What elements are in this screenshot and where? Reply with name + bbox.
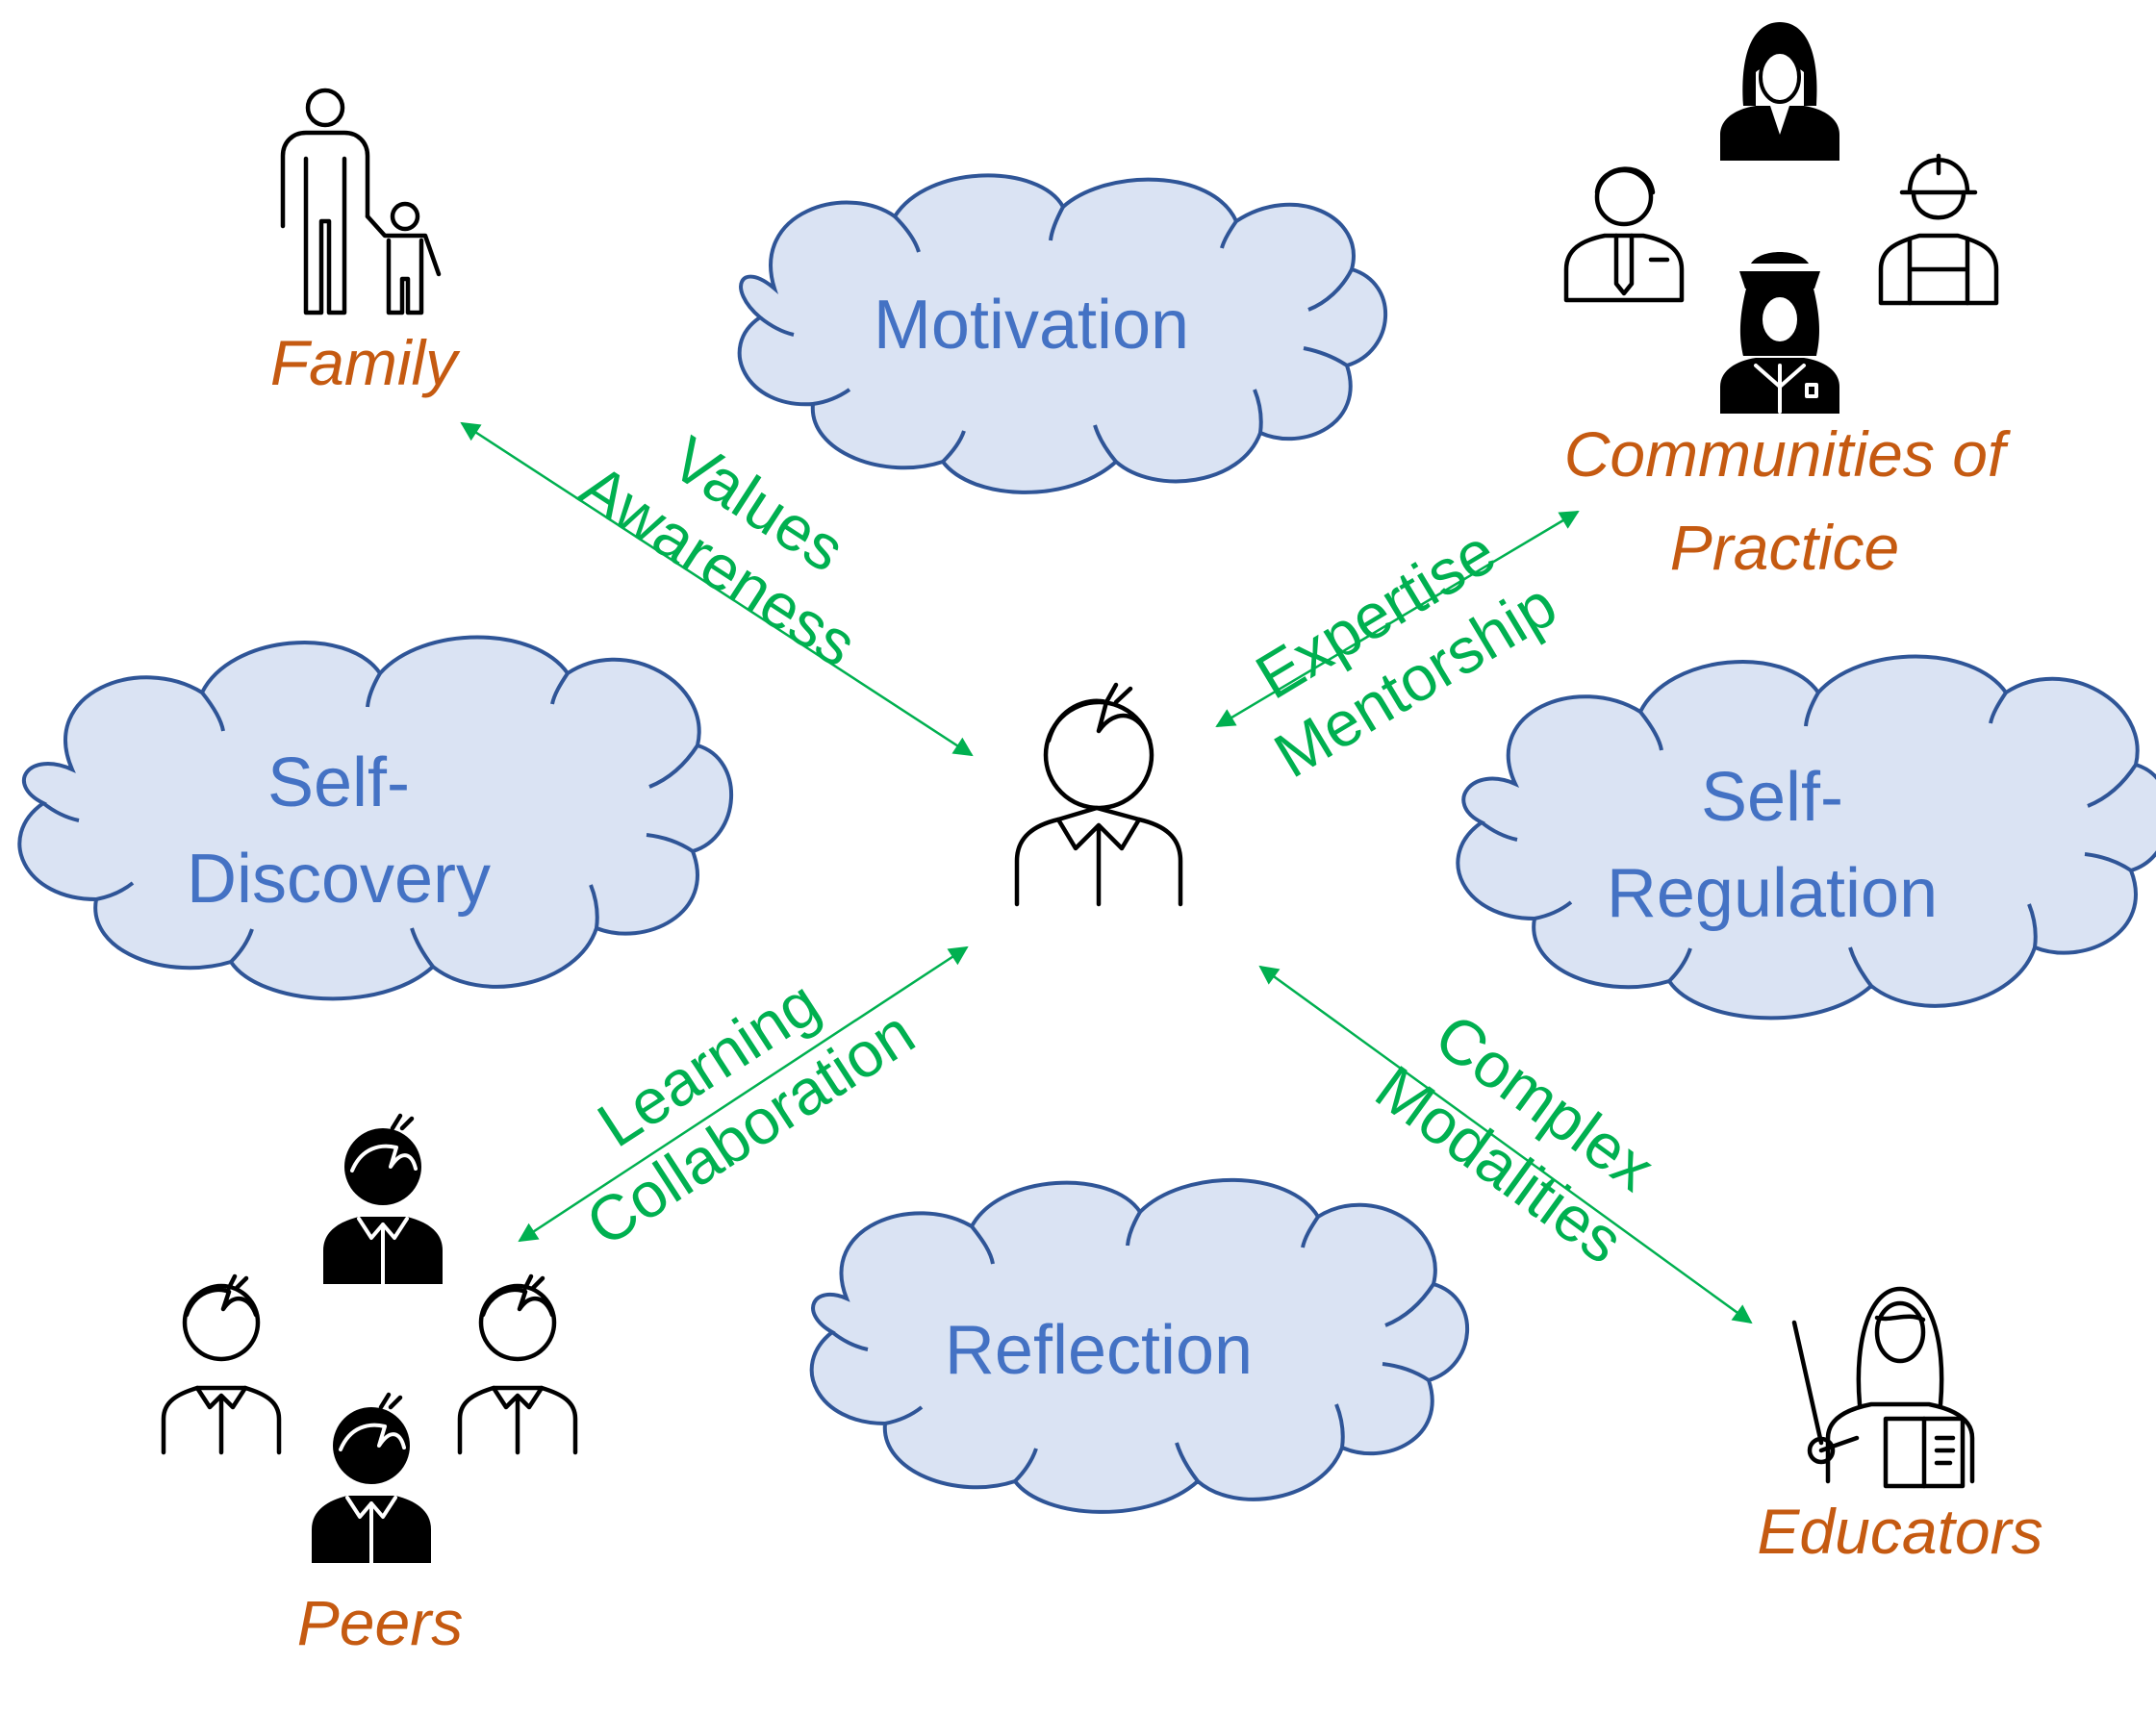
actor-peers: Peers (297, 1587, 463, 1658)
actor-educators: Educators (1757, 1496, 2042, 1567)
cloud-motivation: Motivation (737, 173, 1387, 494)
peer-icon-bottom (312, 1392, 431, 1565)
peer-icon-right (457, 1273, 578, 1455)
concept-motivation: Motivation (874, 287, 1189, 364)
police-officer-icon (1720, 252, 1839, 414)
actor-communities-line1: Communities of (1564, 418, 2012, 490)
relation-peers: Learning Collaboration (573, 967, 926, 1260)
cloud-self-discovery: Self- Discovery (17, 635, 733, 1001)
concept-self-discovery-line1: Self- (267, 744, 410, 821)
construction-worker-icon (1878, 153, 1999, 306)
actor-family: Family (270, 327, 461, 398)
concept-reflection: Reflection (945, 1312, 1253, 1389)
peer-icon-left (161, 1273, 282, 1455)
businessman-icon (1563, 166, 1685, 303)
concept-self-regulation-line1: Self- (1701, 759, 1843, 836)
parent-child-icon (280, 88, 442, 315)
cloud-self-regulation: Self- Regulation (1456, 654, 2156, 1021)
actor-communities-line2: Practice (1670, 512, 1899, 583)
teacher-icon (1791, 1286, 1975, 1489)
cloud-reflection: Reflection (809, 1177, 1469, 1514)
businesswoman-icon (1720, 22, 1839, 161)
learner-icon (1014, 682, 1183, 907)
arrow-educators (1258, 965, 1753, 1324)
arrow-communities (1215, 510, 1580, 728)
arrow-family (460, 421, 974, 757)
concept-self-regulation-line2: Regulation (1607, 855, 1938, 932)
concept-self-discovery-line2: Discovery (187, 841, 491, 918)
peer-icon-top (323, 1113, 443, 1286)
arrow-peers (518, 945, 969, 1243)
